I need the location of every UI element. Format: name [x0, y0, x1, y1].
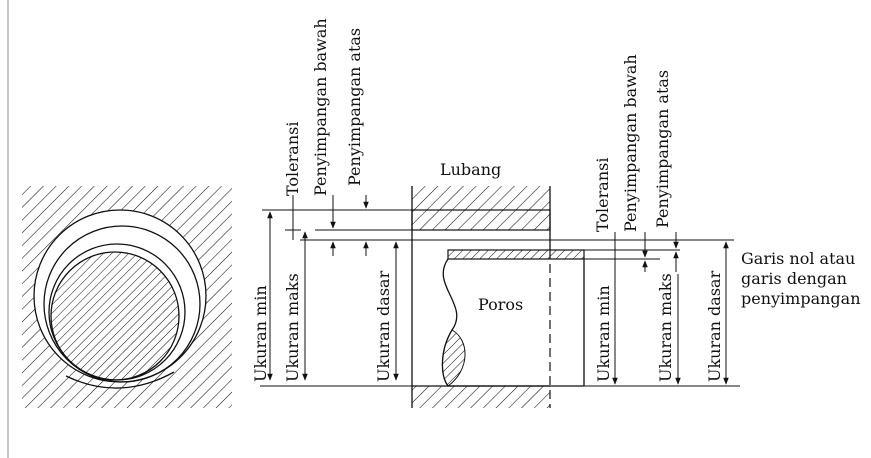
label-ukuran-dasar-left: Ukuran dasar	[374, 270, 393, 382]
label-lubang: Lubang	[440, 160, 501, 179]
shaft-break-hatch	[442, 329, 466, 387]
label-ukuran-min-right: Ukuran min	[594, 285, 613, 382]
hole-dimensions: Toleransi Penyimpangan bawah Penyimpanga…	[251, 18, 412, 382]
label-ukuran-maks-right: Ukuran maks	[656, 273, 675, 382]
label-garis-nol-1: Garis nol atau	[741, 249, 855, 268]
label-garis-nol-3: penyimpangan	[741, 289, 861, 308]
label-penyimpangan-atas-right: Penyimpangan atas	[653, 70, 672, 228]
label-toleransi-right: Toleransi	[593, 158, 612, 232]
label-poros: Poros	[478, 295, 523, 314]
label-penyimpangan-bawah-right: Penyimpangan bawah	[621, 54, 640, 232]
label-garis-nol-2: garis dengan	[741, 269, 847, 288]
housing-hatch	[22, 186, 232, 408]
label-ukuran-dasar-right: Ukuran dasar	[705, 270, 724, 382]
label-ukuran-maks-left: Ukuran maks	[283, 273, 302, 382]
label-penyimpangan-bawah-left: Penyimpangan bawah	[311, 18, 330, 196]
shaft-block: Poros	[441, 249, 585, 387]
label-toleransi-left: Toleransi	[283, 122, 302, 196]
label-ukuran-min-left: Ukuran min	[251, 285, 270, 382]
shaft-dimensions: Toleransi Penyimpangan bawah Penyimpanga…	[260, 54, 861, 387]
hole-shaft-circle-figure	[22, 186, 232, 408]
label-penyimpangan-atas-left: Penyimpangan atas	[345, 28, 364, 186]
hole-block: Lubang	[411, 160, 551, 408]
